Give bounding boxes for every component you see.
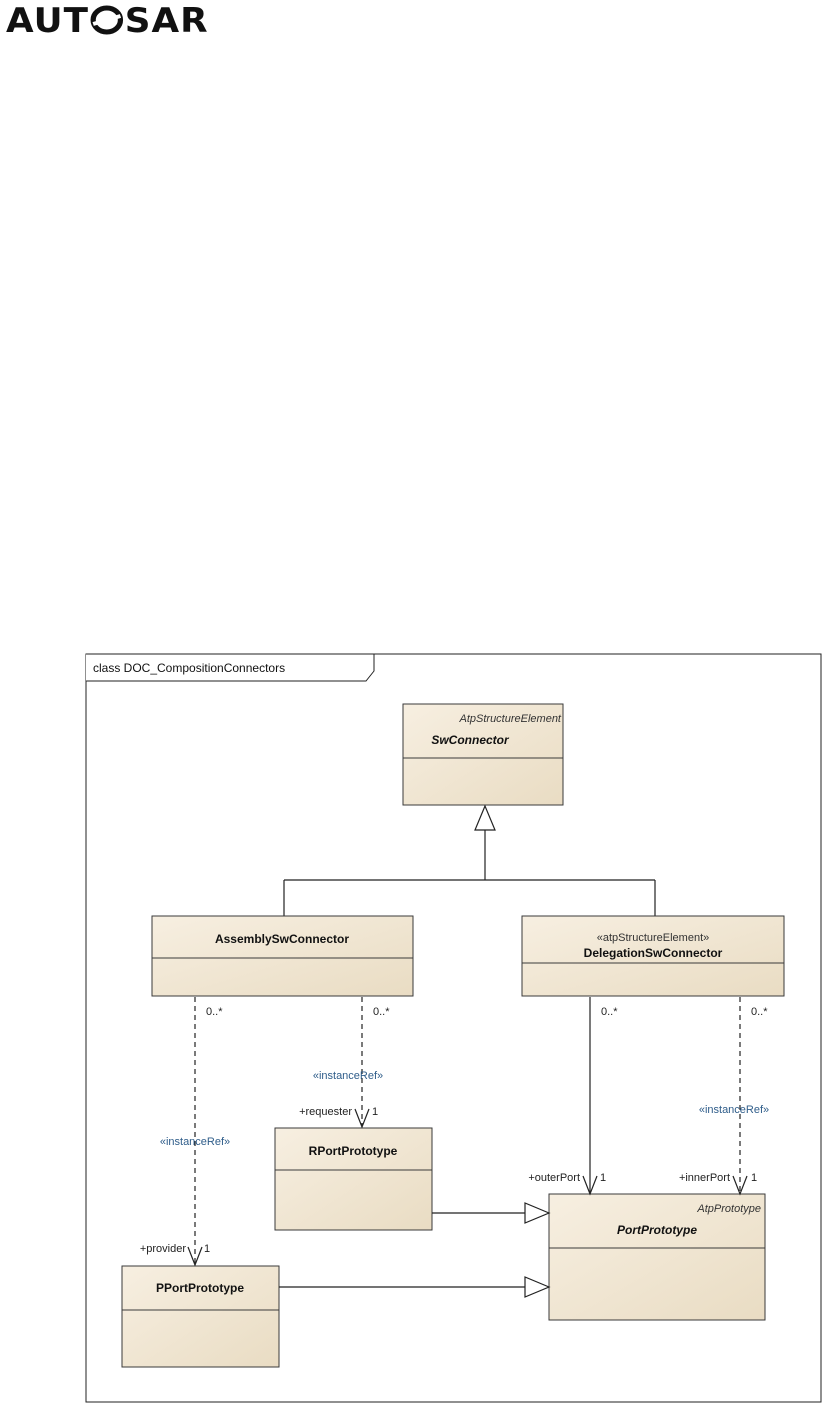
pport-name: PPortPrototype bbox=[156, 1281, 244, 1295]
inner-stereotype: «instanceRef» bbox=[699, 1104, 769, 1116]
logo-wordmark: AUT SAR bbox=[6, 4, 209, 38]
provider-source-mult: 0..* bbox=[206, 1006, 223, 1018]
generalization-to-swconnector bbox=[283, 804, 656, 916]
provider-stereotype: «instanceRef» bbox=[160, 1136, 230, 1148]
portprototype-stereotype: AtpPrototype bbox=[696, 1203, 761, 1215]
inner-role: +innerPort bbox=[679, 1172, 730, 1184]
requester-stereotype: «instanceRef» bbox=[313, 1070, 383, 1082]
class-swconnector: AtpStructureElement SwConnector bbox=[402, 703, 564, 806]
association-delegation-outer: 0..* +outerPort 1 bbox=[528, 997, 618, 1196]
class-pportprototype: PPortPrototype bbox=[121, 1265, 280, 1368]
requester-source-mult: 0..* bbox=[373, 1006, 390, 1018]
portprototype-name: PortPrototype bbox=[617, 1223, 697, 1237]
association-assembly-requester: 0..* «instanceRef» +requester 1 bbox=[299, 997, 390, 1129]
delegation-stereotype: «atpStructureElement» bbox=[597, 932, 710, 944]
class-rportprototype: RPortPrototype bbox=[274, 1127, 433, 1231]
frame-title: class DOC_CompositionConnectors bbox=[93, 661, 285, 675]
assembly-name: AssemblySwConnector bbox=[215, 932, 349, 946]
rport-name: RPortPrototype bbox=[309, 1144, 398, 1158]
swconnector-name: SwConnector bbox=[431, 733, 510, 747]
inner-source-mult: 0..* bbox=[751, 1006, 768, 1018]
outer-source-mult: 0..* bbox=[601, 1006, 618, 1018]
logo-text-before: AUT bbox=[6, 1, 90, 41]
class-delegationswconnector: «atpStructureElement» DelegationSwConnec… bbox=[521, 915, 785, 997]
generalization-pport-to-portprototype bbox=[279, 1276, 551, 1298]
logo-text-after: SAR bbox=[124, 1, 209, 41]
autosar-logo: AUT SAR bbox=[6, 4, 336, 38]
swconnector-stereotype: AtpStructureElement bbox=[459, 713, 562, 725]
delegation-name: DelegationSwConnector bbox=[584, 946, 723, 960]
outer-role: +outerPort bbox=[528, 1172, 580, 1184]
requester-role: +requester bbox=[299, 1106, 352, 1118]
class-portprototype: AtpPrototype PortPrototype bbox=[548, 1193, 766, 1321]
outer-target-mult: 1 bbox=[600, 1172, 606, 1184]
logo-o-ring-icon bbox=[90, 5, 124, 35]
provider-target-mult: 1 bbox=[204, 1243, 210, 1255]
requester-target-mult: 1 bbox=[372, 1106, 378, 1118]
association-assembly-provider: 0..* «instanceRef» +provider 1 bbox=[140, 997, 230, 1267]
inner-target-mult: 1 bbox=[751, 1172, 757, 1184]
association-delegation-inner: 0..* «instanceRef» +innerPort 1 bbox=[679, 997, 769, 1196]
generalization-rport-to-portprototype bbox=[432, 1202, 551, 1224]
provider-role: +provider bbox=[140, 1243, 187, 1255]
class-assemblyswconnector: AssemblySwConnector bbox=[151, 915, 414, 997]
